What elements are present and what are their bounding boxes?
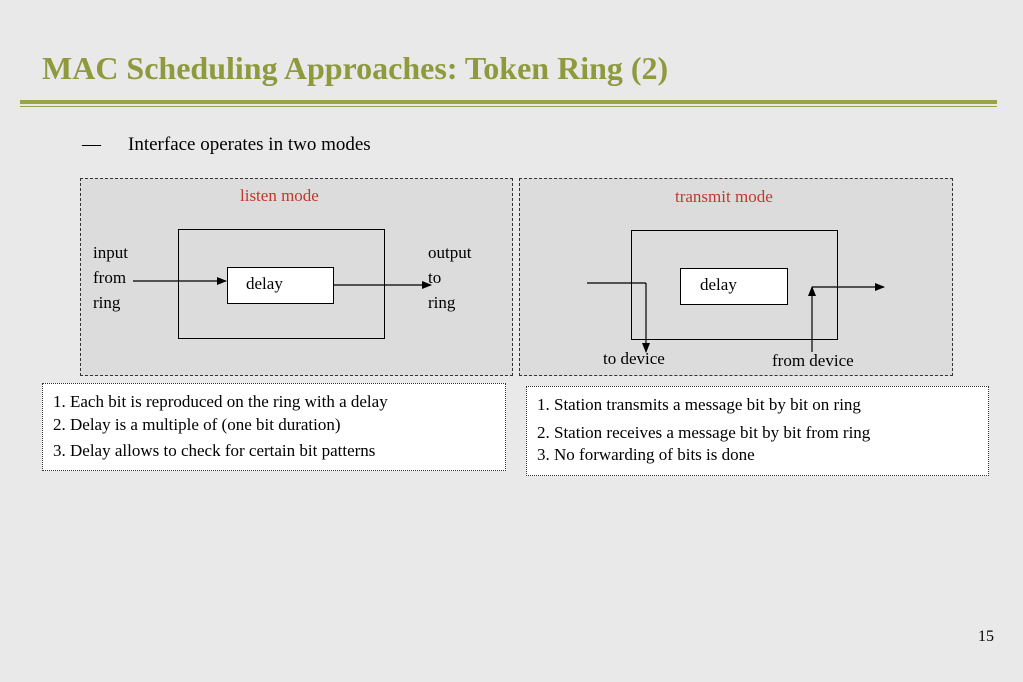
listen-note-2: 2. Delay is a multiple of (one bit durat… <box>53 415 341 434</box>
transmit-notes-box: 1. Station transmits a message bit by bi… <box>526 386 989 476</box>
transmit-note-1: 1. Station transmits a message bit by bi… <box>537 395 861 414</box>
transmit-delay-label: delay <box>700 275 737 294</box>
input-label-1: input <box>93 243 128 262</box>
title-underline-thick <box>20 100 997 104</box>
listen-note-1: 1. Each bit is reproduced on the ring wi… <box>53 392 388 411</box>
listen-delay-label: delay <box>246 274 283 293</box>
page-number: 15 <box>978 628 994 645</box>
listen-notes-box: 1. Each bit is reproduced on the ring wi… <box>42 383 506 471</box>
to-device-label: to device <box>603 349 665 368</box>
transmit-interface-box <box>631 230 838 340</box>
transmit-delay-box <box>680 268 788 305</box>
transmit-mode-label: transmit mode <box>675 187 773 206</box>
slide-title: MAC Scheduling Approaches: Token Ring (2… <box>42 50 669 86</box>
title-underline-thin <box>20 106 997 107</box>
bullet-text: Interface operates in two modes <box>128 134 371 155</box>
listen-delay-box <box>227 267 334 304</box>
listen-note-3: 3. Delay allows to check for certain bit… <box>53 441 376 460</box>
bullet-dash: — <box>82 134 101 155</box>
transmit-note-2: 2. Station receives a message bit by bit… <box>537 423 871 442</box>
input-label-3: ring <box>93 293 121 312</box>
input-label-2: from <box>93 268 127 287</box>
transmit-note-3: 3. No forwarding of bits is done <box>537 445 755 464</box>
from-device-label: from device <box>772 351 854 370</box>
listen-interface-box <box>178 229 385 339</box>
output-label-3: ring <box>428 293 456 312</box>
listen-mode-label: listen mode <box>240 186 319 205</box>
output-label-1: output <box>428 243 472 262</box>
output-label-2: to <box>428 268 442 287</box>
